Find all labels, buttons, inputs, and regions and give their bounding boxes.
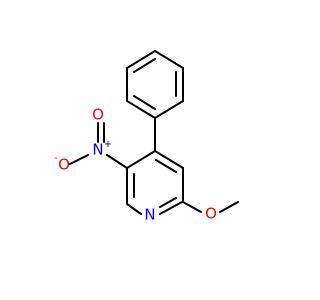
bond-c5-c4 — [126, 150, 156, 169]
bond-c4-c3-inner — [155, 159, 177, 173]
structure-diagram: N O N + O O - — [54, 50, 239, 224]
nitro-nitrogen-charge: + — [104, 139, 112, 150]
bond-c5-n-nitro — [106, 154, 128, 169]
bond-ph-4-5-double — [126, 50, 156, 69]
bond-c2-n1-inner — [159, 197, 177, 208]
bond-n1-c6 — [126, 203, 142, 215]
bond-c2-n1 — [159, 201, 183, 215]
nitro-nitrogen-label: N — [92, 141, 103, 159]
nitro-oxygen-charge: - — [54, 153, 58, 164]
bond-c4-c3-double — [154, 150, 184, 169]
bond-c2-o-methoxy — [182, 201, 202, 213]
nitro-single-oxygen-label: O — [58, 156, 70, 174]
ring-nitrogen-label: N — [144, 206, 155, 224]
bond-ph-6-1-double — [126, 100, 156, 119]
molecule-canvas: N O N + O O - — [54, 50, 239, 224]
bond-ph-4-5-inner — [133, 58, 156, 73]
bond-ph-6-1-inner — [133, 95, 156, 110]
bond-n-o-single — [69, 154, 89, 165]
methoxy-oxygen-label: O — [205, 205, 217, 223]
nitro-double-oxygen-label: O — [92, 106, 104, 124]
bond-o-methyl — [219, 201, 239, 213]
bond-ph-1-2 — [154, 100, 184, 119]
bond-ph-3-4 — [154, 50, 184, 69]
